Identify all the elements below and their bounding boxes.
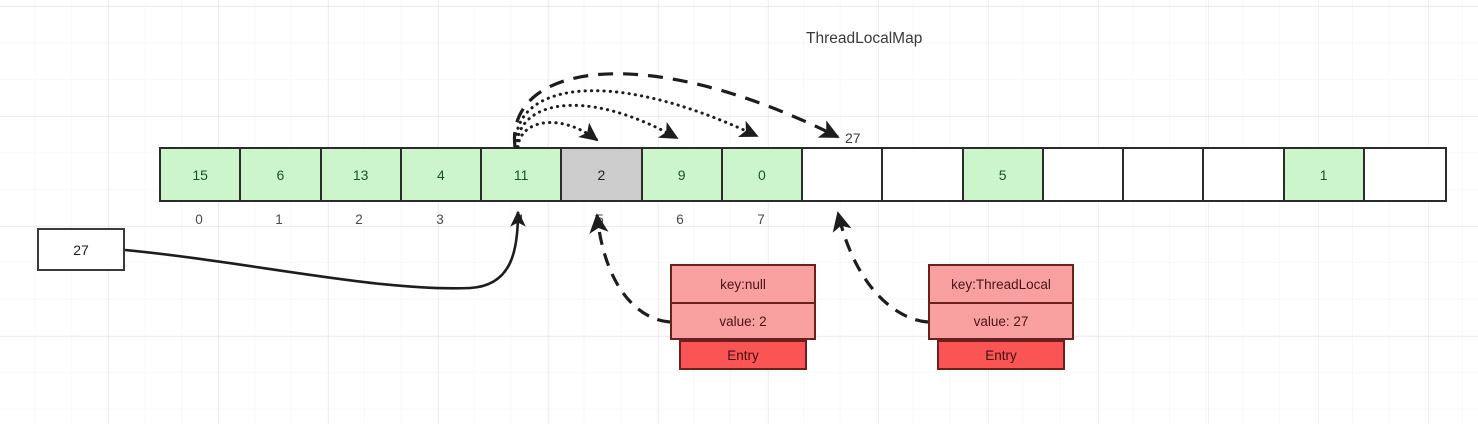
probe-arc-7-icon: [514, 89, 759, 149]
entry-value-field: value: 2: [670, 302, 816, 340]
probe-arc-6-icon: [515, 103, 679, 149]
array-cell-1[interactable]: 6: [241, 149, 322, 200]
entry-key-field: key:ThreadLocal: [928, 264, 1074, 302]
array-index-2: 2: [355, 212, 363, 227]
page-title: ThreadLocalMap: [806, 30, 923, 47]
array-cell-14[interactable]: 1: [1284, 149, 1365, 200]
entry-type-label: Entry: [679, 340, 807, 370]
source-value-box[interactable]: 27: [37, 228, 125, 271]
array-index-6: 6: [676, 212, 684, 227]
array-index-7: 7: [757, 212, 765, 227]
entry-value-field: value: 27: [928, 302, 1074, 340]
array-index-4: 4: [516, 212, 524, 227]
array-cell-8[interactable]: [803, 149, 884, 200]
array-cell-2[interactable]: 13: [321, 149, 402, 200]
arc-value-label: 27: [845, 130, 861, 146]
insert-arc-8-icon: [512, 72, 840, 148]
threadlocalmap-array: 15 6 13 4 11 2 9 0 5 1: [159, 147, 1447, 202]
array-cell-11[interactable]: [1043, 149, 1124, 200]
array-cell-10[interactable]: 5: [963, 149, 1044, 200]
array-cell-0[interactable]: 15: [161, 149, 242, 200]
array-index-1: 1: [275, 212, 283, 227]
array-index-0: 0: [195, 212, 203, 227]
array-cell-5[interactable]: 2: [562, 149, 643, 200]
entry-box-stale[interactable]: key:null value: 2 Entry: [670, 264, 816, 370]
array-cell-13[interactable]: [1204, 149, 1285, 200]
entry-type-label: Entry: [937, 340, 1065, 370]
entry-key-field: key:null: [670, 264, 816, 302]
array-cell-9[interactable]: [883, 149, 964, 200]
array-cell-15[interactable]: [1364, 149, 1445, 200]
entry-box-active[interactable]: key:ThreadLocal value: 27 Entry: [928, 264, 1074, 370]
entry-link-slot5-icon: [589, 213, 671, 324]
array-index-5: 5: [596, 212, 604, 227]
array-cell-4[interactable]: 11: [482, 149, 563, 200]
entry-link-slot8-icon: [832, 211, 929, 324]
probe-arc-5-icon: [516, 121, 599, 149]
array-cell-7[interactable]: 0: [722, 149, 803, 200]
array-index-3: 3: [436, 212, 444, 227]
array-cell-3[interactable]: 4: [401, 149, 482, 200]
array-cell-12[interactable]: [1124, 149, 1205, 200]
array-cell-6[interactable]: 9: [642, 149, 723, 200]
